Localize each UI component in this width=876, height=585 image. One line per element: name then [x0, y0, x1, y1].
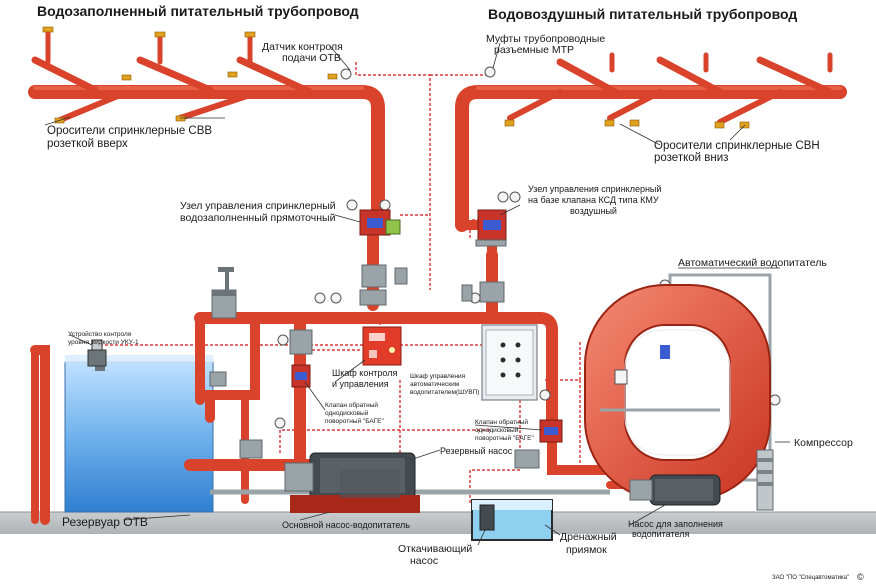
label-valve-left-3: поворотный "БАГЕ" — [325, 417, 385, 425]
labels: Водозаполненный питательный трубопровод … — [37, 3, 864, 582]
label-svv-2: розеткой вверх — [47, 138, 128, 150]
label-svn-1: Оросители спринклерные СВН — [654, 140, 820, 152]
label-compressor: Компрессор — [794, 437, 853, 449]
valves — [209, 267, 563, 469]
label-shuvp-2: автоматическим — [410, 381, 460, 388]
pressure-gauges — [274, 66, 781, 429]
shuvp-cabinet — [481, 324, 538, 401]
fill-pump — [629, 474, 721, 506]
automatic-water-feeder — [584, 284, 771, 501]
label-couplings-2: разъемные МТР — [494, 44, 574, 56]
label-reservoir: Резервуар ОТВ — [62, 515, 148, 529]
label-node-air-1: Узел управления спринклерный — [528, 184, 661, 194]
label-valve-right-1: Клапан обратный — [475, 418, 528, 426]
label-drain-pump-1: Откачивающий — [398, 543, 472, 555]
label-fill-pump-1: Насос для заполнения — [628, 519, 723, 529]
label-svn-2: розеткой вниз — [654, 152, 728, 164]
label-drain-pump-2: насос — [410, 555, 438, 567]
label-node-air-3: воздушный — [570, 206, 617, 216]
compressor — [756, 449, 774, 511]
copyright-mark: © — [857, 572, 864, 582]
pipes — [28, 27, 847, 525]
label-shuvp-3: водопитателем(ШУВП) — [410, 389, 479, 396]
reservoir-tank — [64, 353, 214, 513]
label-sensor-2: подачи ОТВ — [282, 52, 341, 64]
label-fill-pump-2: водопитателя — [632, 529, 689, 539]
label-valve-left-2: однодисковый — [325, 409, 369, 417]
label-copyright: ЗАО "ПО "Спецавтоматика" — [772, 575, 849, 581]
label-main-pump: Основной насос-водопитатель — [282, 520, 410, 530]
label-drain-pit-1: Дренажный — [560, 531, 617, 543]
label-drain-pit-2: приямок — [566, 544, 607, 556]
control-cabinet — [362, 326, 402, 366]
label-level-device-1: Устройство контроля — [68, 330, 132, 338]
sprinklers — [42, 26, 750, 129]
leader-lines — [44, 42, 790, 546]
control-node-water — [359, 209, 408, 306]
control-node-air — [461, 209, 507, 303]
label-reserve-pump: Резервный насос — [440, 446, 513, 456]
label-valve-left-1: Клапан обратный — [325, 401, 378, 409]
title-left: Водозаполненный питательный трубопровод — [37, 3, 359, 19]
label-auto-feeder: Автоматический водопитатель — [678, 257, 827, 269]
label-level-device-2: уровня жидкости УКУ-1 — [68, 339, 139, 346]
label-node-water-1: Узел управления спринклерный — [180, 200, 336, 212]
label-cabinet-2: и управления — [332, 379, 389, 389]
label-node-water-2: водозаполненный прямоточный — [180, 212, 336, 224]
label-valve-right-3: поворотный "БАГЕ" — [475, 434, 535, 442]
label-sensor-1: Датчик контроля — [262, 41, 343, 53]
drain-pit — [471, 499, 553, 541]
main-pump — [340, 470, 400, 498]
label-svv-1: Оросители спринклерные СВВ — [47, 125, 212, 137]
label-node-air-2: на базе клапана КСД типа КМУ — [528, 195, 659, 205]
title-right: Водовоздушный питательный трубопровод — [488, 6, 797, 22]
label-shuvp-1: Шкаф управления — [410, 373, 466, 380]
label-couplings-1: Муфты трубопроводные — [486, 33, 605, 45]
label-valve-right-2: однодисковый — [475, 426, 519, 434]
label-cabinet-1: Шкаф контроля — [332, 368, 397, 378]
